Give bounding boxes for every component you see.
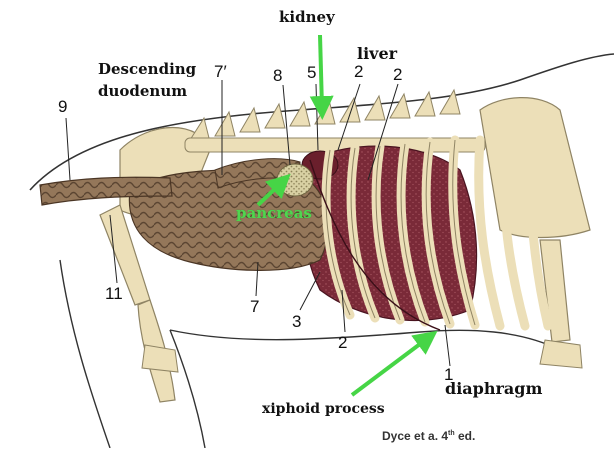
- pancreas-arrow: [256, 173, 291, 207]
- label-descending-line2: duodenum: [98, 82, 188, 100]
- xiphoid-arrow: [350, 330, 438, 397]
- green-arrows: [256, 34, 438, 397]
- label-number-2-lower: 2: [338, 333, 348, 352]
- diaphragm-line: [309, 159, 441, 331]
- pancreas-organ: [276, 163, 314, 197]
- label-liver: liver: [357, 44, 398, 63]
- label-number-2-upper: 2: [354, 62, 364, 81]
- label-number-2-right: 2: [393, 65, 403, 84]
- source-credit: Dyce et a. 4th ed.: [382, 429, 476, 443]
- label-number-7: 7: [250, 297, 260, 316]
- kidney-arrow: [309, 34, 334, 120]
- leader-lines: [65, 80, 451, 367]
- label-descending-line1: Descending: [98, 60, 197, 78]
- rib-edges: [325, 139, 476, 326]
- forepaw-bone: [539, 339, 583, 369]
- vertebrae: [184, 88, 486, 153]
- hindlimb-outline: [59, 259, 206, 449]
- label-number-3: 3: [292, 312, 302, 331]
- descending-colon: [39, 176, 173, 206]
- label-diaphragm: diaphragm: [445, 379, 543, 398]
- label-number-5: 5: [307, 63, 317, 82]
- belly-outline: [169, 329, 561, 351]
- label-number-1: 1: [444, 365, 454, 384]
- label-xiphoid-process: xiphoid process: [262, 401, 385, 417]
- label-pancreas: pancreas: [236, 204, 312, 222]
- label-number-8: 8: [273, 66, 283, 85]
- label-number-9: 9: [58, 97, 68, 116]
- label-number-11: 11: [105, 284, 123, 303]
- hind-paw-bone: [141, 344, 179, 373]
- label-kidney: kidney: [279, 8, 335, 26]
- label-number-7prime: 7′: [214, 62, 227, 81]
